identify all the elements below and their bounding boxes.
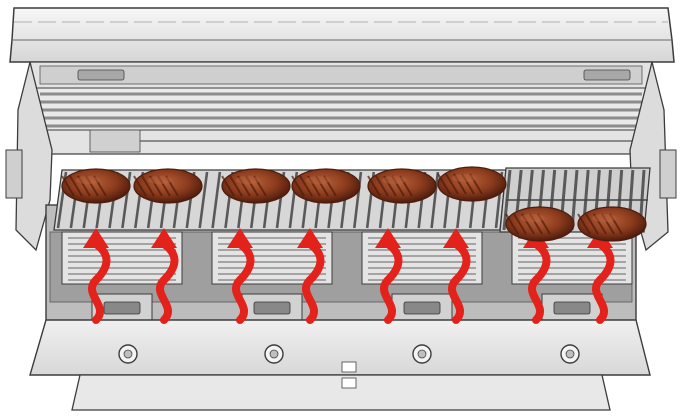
steak-body bbox=[438, 167, 506, 201]
control-indicator-icon bbox=[342, 378, 356, 388]
steak-icon bbox=[578, 207, 646, 241]
steak-body bbox=[222, 169, 290, 203]
steak-highlight bbox=[148, 176, 172, 184]
steak-icon bbox=[134, 169, 202, 203]
control-panel bbox=[30, 320, 650, 410]
knob-center-icon bbox=[270, 350, 278, 358]
steak-icon bbox=[292, 169, 360, 203]
steak-icon bbox=[438, 167, 506, 201]
steak-body bbox=[134, 169, 202, 203]
lid-vent-left-icon bbox=[78, 70, 124, 80]
steak-highlight bbox=[452, 174, 476, 182]
burner-valve-icon bbox=[254, 302, 290, 314]
steak-highlight bbox=[236, 176, 260, 184]
steak-highlight bbox=[306, 176, 330, 184]
steak-highlight bbox=[76, 176, 100, 184]
burner-valve-icon bbox=[104, 302, 140, 314]
steak-body bbox=[506, 207, 574, 241]
knob-center-icon bbox=[418, 350, 426, 358]
steak-body bbox=[292, 169, 360, 203]
burner-valve-icon bbox=[554, 302, 590, 314]
steak-icon bbox=[222, 169, 290, 203]
knob-center-icon bbox=[124, 350, 132, 358]
steak-icon bbox=[62, 169, 130, 203]
lid-vent-right-icon bbox=[584, 70, 630, 80]
steak-highlight bbox=[520, 214, 544, 222]
knob-center-icon bbox=[566, 350, 574, 358]
steak-highlight bbox=[592, 214, 616, 222]
steak-icon bbox=[368, 169, 436, 203]
steak-body bbox=[578, 207, 646, 241]
steak-highlight bbox=[382, 176, 406, 184]
steak-body bbox=[62, 169, 130, 203]
control-indicator-icon bbox=[342, 362, 356, 372]
rotisserie-bracket-icon bbox=[90, 130, 140, 152]
burner-valve-icon bbox=[404, 302, 440, 314]
steak-icon bbox=[506, 207, 574, 241]
steak-body bbox=[368, 169, 436, 203]
